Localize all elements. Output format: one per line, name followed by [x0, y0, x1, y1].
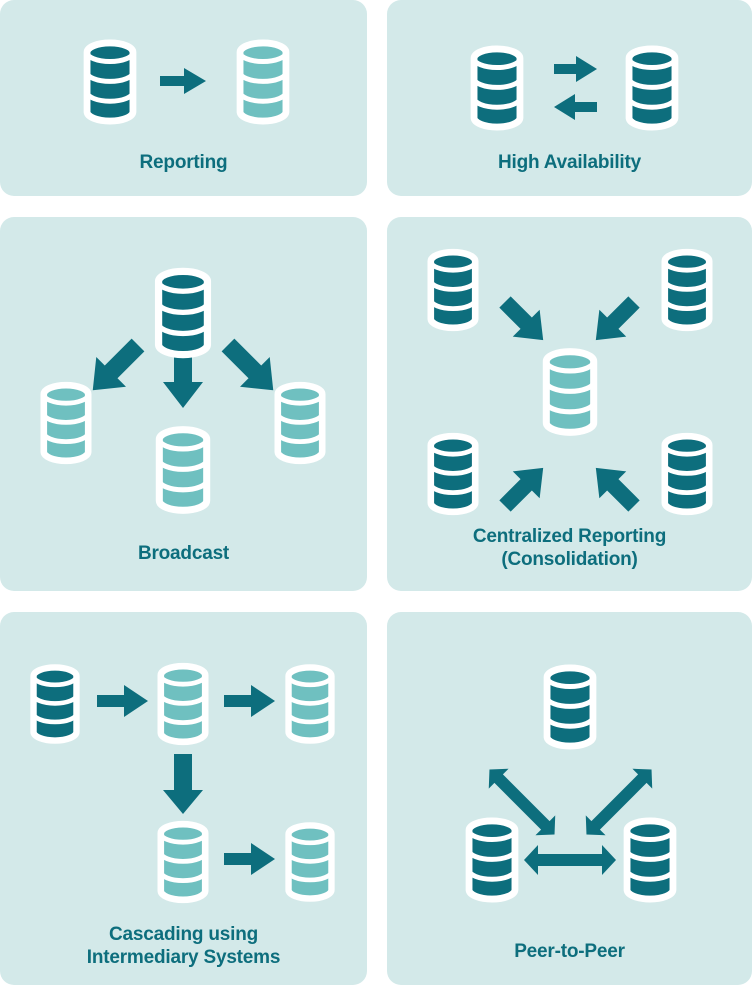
source-database [83, 39, 137, 125]
panel-title-broadcast: Broadcast [137, 543, 230, 564]
source-database-top-right [661, 248, 713, 332]
peer-database-bottom-right [623, 817, 677, 903]
panel-title-centralized-reporting: Centralized Reporting (Consolidation) [472, 526, 667, 570]
panel-title-peer-to-peer: Peer-to-Peer [514, 941, 625, 962]
panel-high-availability[interactable]: High Availability [387, 0, 752, 196]
intermediary-database-lower [157, 820, 209, 904]
panel-title-high-availability: High Availability [498, 152, 641, 173]
arrow-intermediary-to-target-top [224, 685, 275, 717]
arrow-source-to-left [92, 338, 145, 391]
peer-database-top [543, 664, 597, 750]
primary-database [470, 45, 524, 131]
target-database-bottom-right [285, 822, 335, 902]
arrow-top-to-bottom-left [488, 768, 556, 836]
arrow-standby-to-primary [554, 94, 597, 120]
panel-title-reporting: Reporting [139, 152, 228, 173]
source-database [154, 267, 212, 359]
panel-centralized-reporting[interactable]: Centralized Reporting (Consolidation) [387, 217, 752, 591]
consolidated-database-center [542, 348, 598, 436]
standby-database [625, 45, 679, 131]
arrow-top-right-to-center [595, 296, 640, 341]
arrow-lower-to-target-bottom [224, 843, 275, 875]
panel-reporting-stage [0, 0, 367, 196]
target-database [236, 39, 290, 125]
intermediary-database [157, 662, 209, 746]
panel-broadcast-stage [0, 217, 367, 591]
peer-database-bottom-left [465, 817, 519, 903]
arrow-bottom-left-to-bottom-right [524, 845, 616, 875]
arrow-top-left-to-center [499, 296, 544, 341]
arrow-source-to-intermediary [97, 685, 148, 717]
panel-reporting[interactable]: Reporting [0, 0, 367, 196]
source-database [30, 664, 80, 744]
arrow-source-to-target [160, 68, 206, 94]
panel-centralized-reporting-stage [387, 217, 752, 591]
panel-broadcast[interactable]: Broadcast [0, 217, 367, 591]
target-database-left [40, 381, 92, 465]
arrow-intermediary-to-lower [163, 754, 203, 814]
panel-cascading-stage [0, 612, 367, 985]
arrow-source-to-center [163, 337, 203, 408]
panel-high-availability-stage [387, 0, 752, 196]
arrow-primary-to-standby [554, 56, 597, 82]
panel-cascading[interactable]: Cascading using Intermediary Systems [0, 612, 367, 985]
source-database-bottom-left [427, 432, 479, 516]
target-database-center [155, 426, 211, 514]
arrow-source-to-right [221, 338, 274, 391]
panel-title-cascading: Cascading using Intermediary Systems [86, 924, 281, 968]
source-database-top-left [427, 248, 479, 332]
source-database-bottom-right [661, 432, 713, 516]
arrow-bottom-left-to-center [499, 467, 544, 512]
target-database-top-right [285, 664, 335, 744]
panel-peer-to-peer-stage [387, 612, 752, 985]
target-database-right [274, 381, 326, 465]
arrow-bottom-right-to-center [595, 467, 640, 512]
panel-peer-to-peer[interactable]: Peer-to-Peer [387, 612, 752, 985]
arrow-top-to-bottom-right [585, 768, 653, 836]
